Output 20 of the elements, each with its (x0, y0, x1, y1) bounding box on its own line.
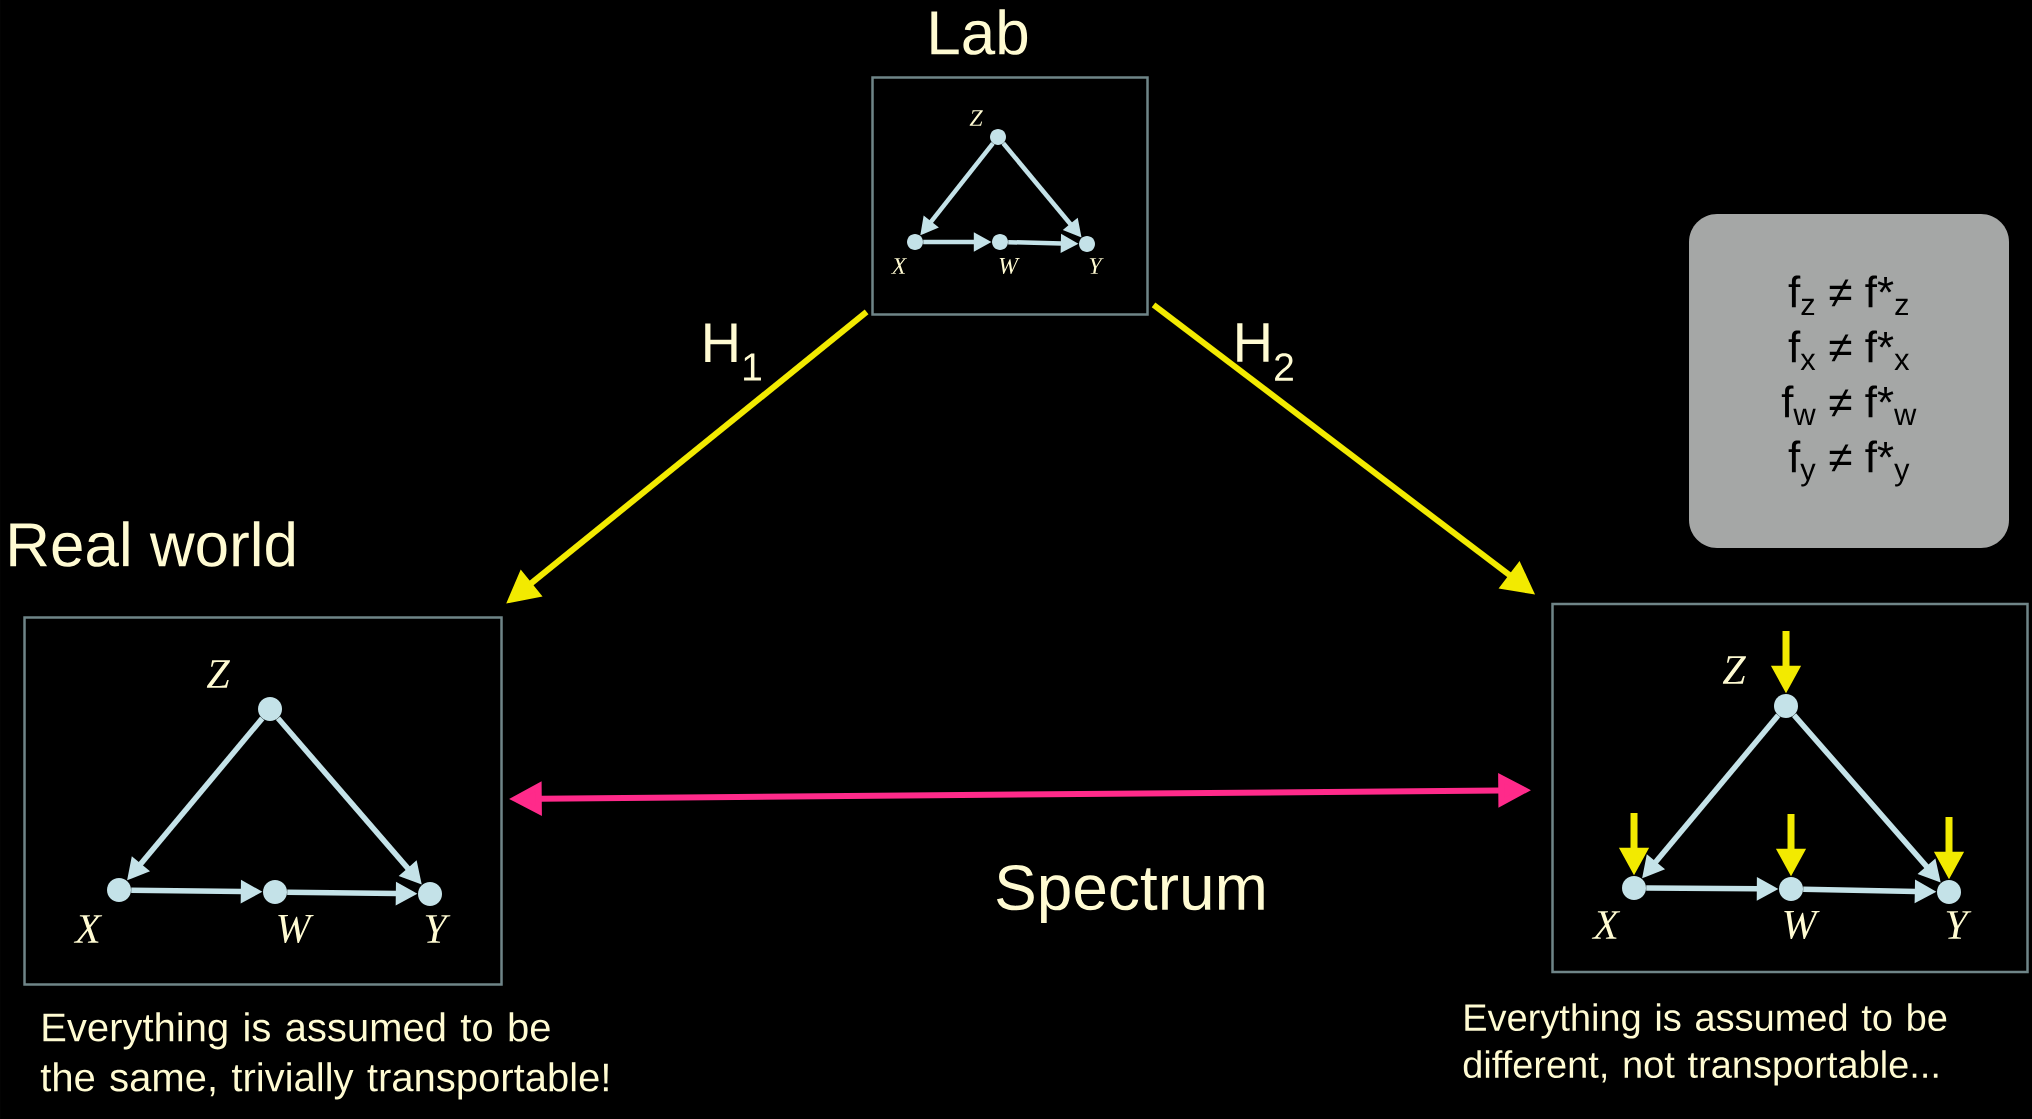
variable-label: Z (969, 110, 983, 126)
variable-label: Y (425, 915, 451, 943)
variable-label: Z (1722, 656, 1747, 684)
heading: Real world (10, 521, 294, 567)
heading: Lab (931, 9, 1028, 55)
formula-panel: f$_{z}$ ≠ f*$_{z}$ f$_{x}$ ≠ f*$_{x}$ f$_{w}$ ≠ f*$_{w}$ f$_{y}$ ≠ f*$_{y}$ (1689, 214, 2009, 548)
edge-label: H$_{1}$ (705, 323, 761, 381)
variable-label: W (1784, 910, 1820, 940)
node-label: Everything is assumed to be the same, trivially transportable! (40, 1012, 608, 1100)
variable-label: X (73, 915, 103, 943)
variable-label: Y (1089, 258, 1104, 274)
edge-label: Spectrum (997, 865, 1264, 923)
variable-label: X (890, 258, 908, 274)
variable-label: Y (1946, 911, 1972, 939)
variable-label: Z (206, 660, 231, 688)
variable-label: W (278, 914, 314, 944)
edge-label: H$_{2}$ (1237, 323, 1293, 381)
node-label: Everything is assumed to be different, not transportable... (1463, 1003, 1947, 1086)
variable-label: W (999, 257, 1020, 275)
variable-label: X (1591, 911, 1621, 939)
